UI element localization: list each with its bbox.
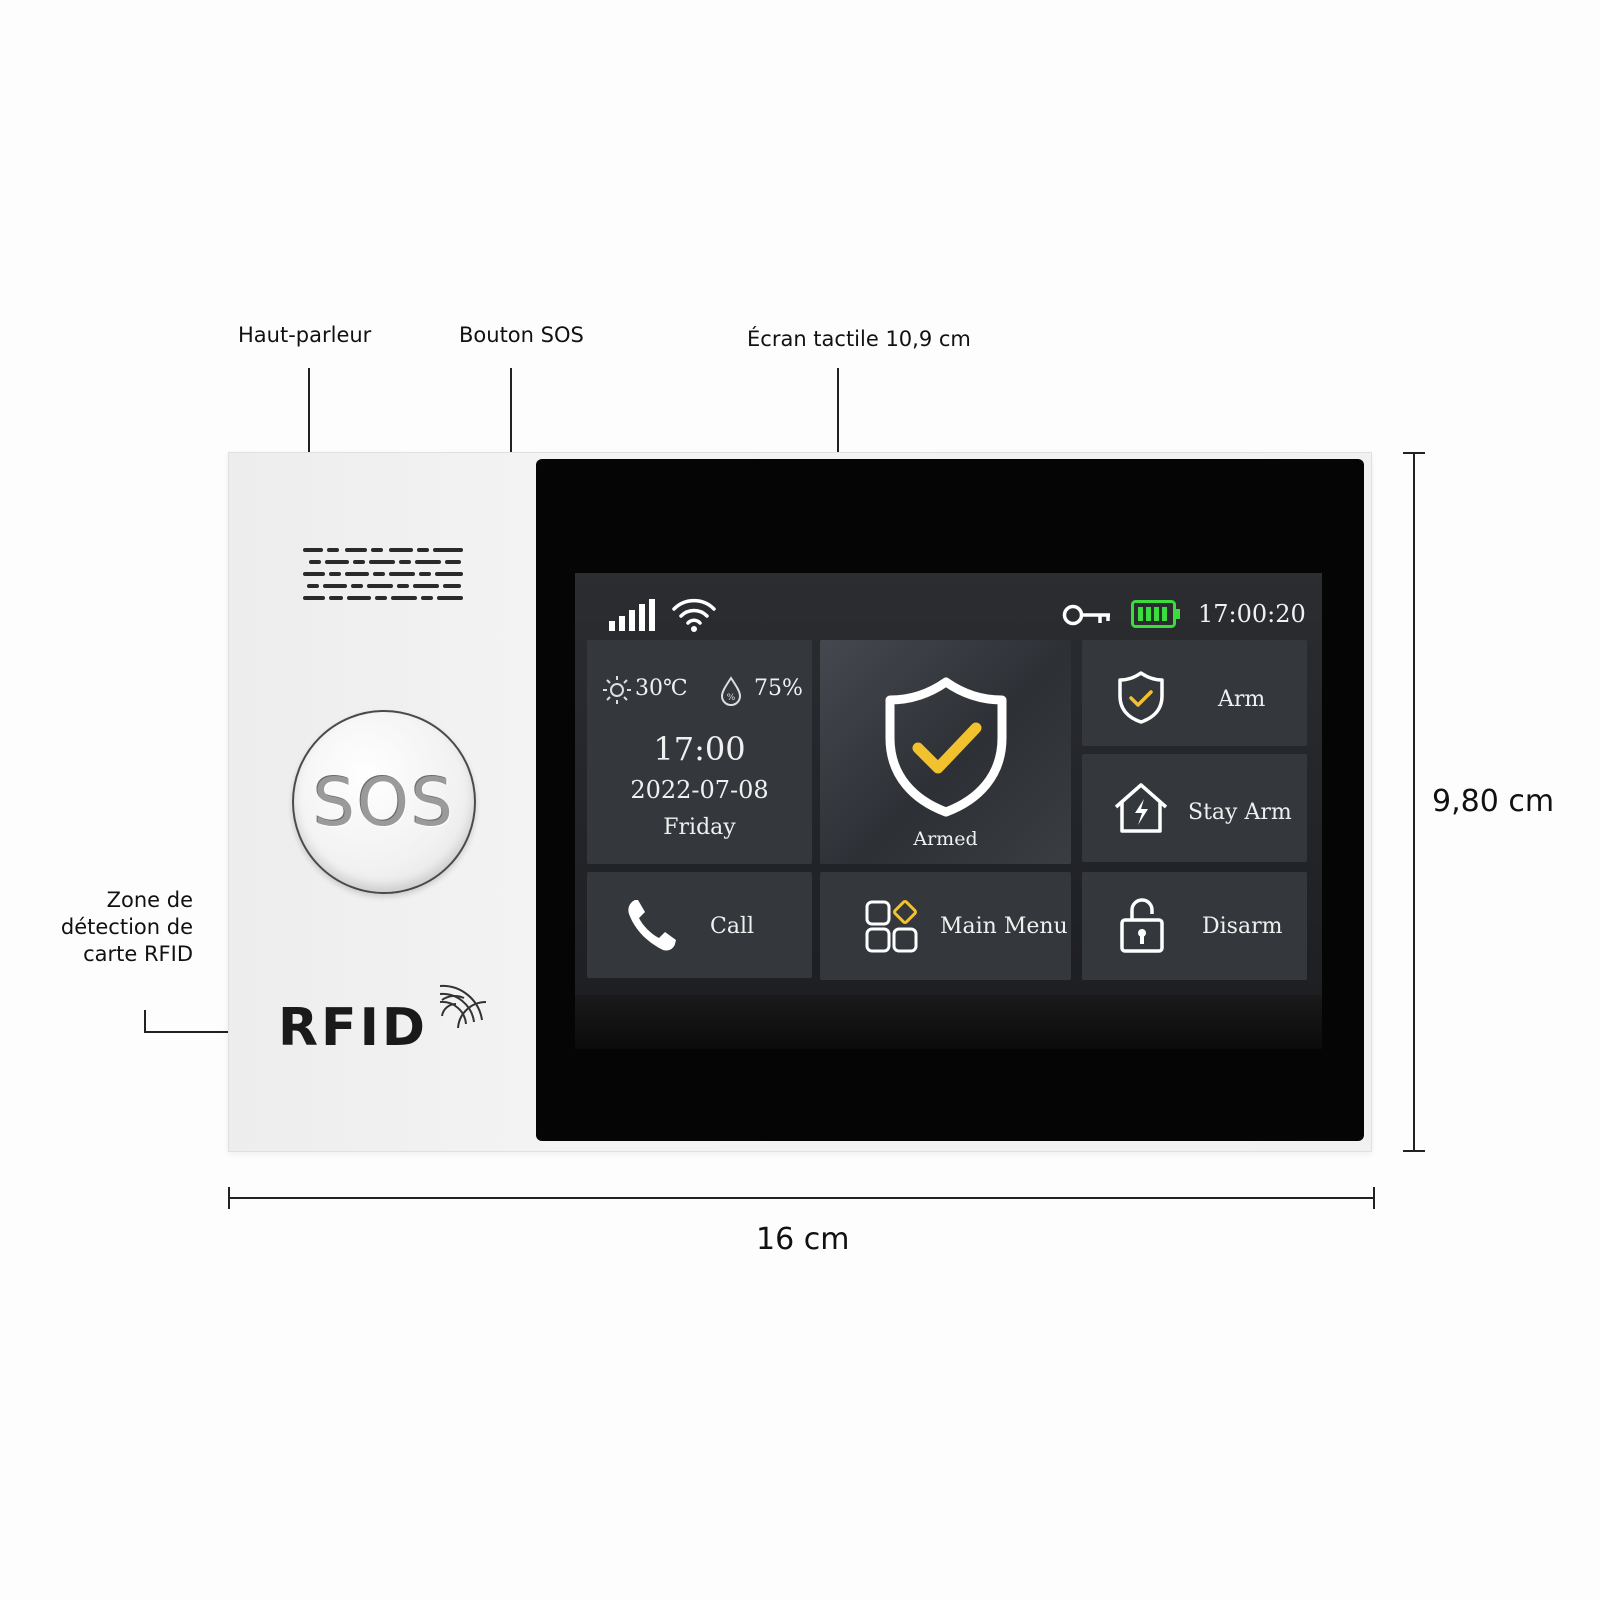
rfid-annotation-line-3: carte RFID xyxy=(83,942,193,966)
battery-icon xyxy=(1131,600,1180,628)
key-icon xyxy=(1062,604,1110,626)
shield-check-icon xyxy=(885,677,1007,817)
weekday: Friday xyxy=(663,815,736,840)
weather-date-tile xyxy=(587,640,812,864)
rfid-annotation: Zone de détection de carte RFID xyxy=(40,887,193,968)
armed-status-tile[interactable] xyxy=(820,640,1071,864)
armed-status-label: Armed xyxy=(913,828,978,850)
sos-annotation: Bouton SOS xyxy=(459,323,584,347)
sos-button-label: SOS xyxy=(313,763,455,841)
disarm-button-label: Disarm xyxy=(1202,914,1283,939)
humidity-value: 75% xyxy=(754,676,803,701)
height-dimension-tick-top xyxy=(1403,452,1425,454)
status-bar-time: 17:00:20 xyxy=(1198,600,1306,628)
rfid-logo-text: RFID xyxy=(278,998,429,1058)
speaker-grille xyxy=(303,548,463,600)
home-bolt-icon xyxy=(1114,783,1168,833)
width-dimension-line xyxy=(228,1197,1374,1199)
phone-icon xyxy=(628,900,676,951)
unlock-icon xyxy=(1120,898,1164,953)
humidity-icon: % xyxy=(720,676,742,706)
width-dimension-tick-right xyxy=(1373,1187,1375,1209)
temperature-value: 30℃ xyxy=(635,676,688,701)
arm-button-label: Arm xyxy=(1218,687,1266,712)
svg-text:%: % xyxy=(727,693,736,703)
calendar-date: 2022-07-08 xyxy=(630,776,769,804)
stay-arm-button-label: Stay Arm xyxy=(1188,800,1292,825)
apps-grid-icon xyxy=(865,900,918,953)
sos-button[interactable]: SOS xyxy=(292,710,476,894)
main-menu-button[interactable] xyxy=(820,872,1071,980)
rfid-annotation-line-1: Zone de xyxy=(106,888,193,912)
rfid-annotation-line-2: détection de xyxy=(60,915,193,939)
shield-small-icon xyxy=(1118,671,1164,724)
rfid-leader-line-horizontal xyxy=(144,1031,274,1033)
disarm-button[interactable] xyxy=(1082,872,1307,980)
stay-arm-button[interactable] xyxy=(1082,754,1307,862)
height-dimension-line xyxy=(1413,452,1415,1151)
signal-bars-icon xyxy=(609,599,655,631)
arm-button[interactable] xyxy=(1082,640,1307,746)
call-button[interactable] xyxy=(587,872,812,978)
touchscreen-annotation: Écran tactile 10,9 cm xyxy=(747,327,971,351)
sun-icon xyxy=(603,676,631,704)
height-dimension-tick-bottom xyxy=(1403,1150,1425,1152)
call-button-label: Call xyxy=(710,914,755,939)
rfid-leader-line-vertical xyxy=(144,1010,146,1032)
rfid-waves-icon xyxy=(439,984,487,1028)
speaker-annotation: Haut-parleur xyxy=(238,323,372,347)
width-dimension-label: 16 cm xyxy=(756,1222,850,1257)
wifi-icon xyxy=(672,598,716,632)
width-dimension-tick-left xyxy=(228,1187,230,1209)
main-menu-button-label: Main Menu xyxy=(940,914,1068,939)
height-dimension-label: 9,80 cm xyxy=(1432,784,1555,819)
clock-time: 17:00 xyxy=(653,730,746,768)
screen-reflection xyxy=(575,995,1322,1049)
